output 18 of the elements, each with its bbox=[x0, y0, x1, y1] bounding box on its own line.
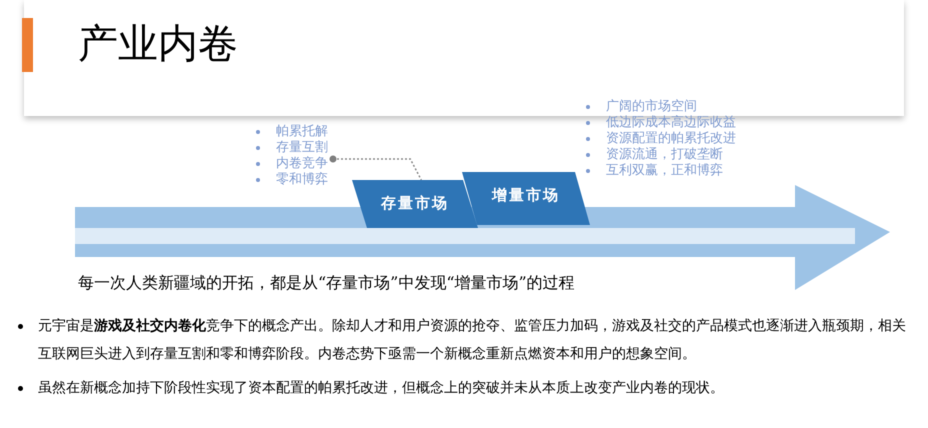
list-item: 互利双赢，正和博弈 bbox=[606, 163, 723, 178]
slide-title: 产业内卷 bbox=[78, 20, 238, 69]
list-item: 资源流通，打破垄断 bbox=[606, 147, 723, 162]
caption-text: 每一次人类新疆域的开拓，都是从“存量市场”中发现“增量市场”的过程 bbox=[78, 272, 575, 294]
leader-line bbox=[330, 156, 422, 180]
list-item: 资源配置的帕累托改进 bbox=[606, 131, 736, 146]
node-label: 存量市场 bbox=[381, 194, 449, 212]
node-label: 增量市场 bbox=[492, 186, 560, 204]
list-item: 存量互割 bbox=[276, 140, 328, 155]
list-item: 零和博弈 bbox=[276, 172, 328, 187]
list-item: 帕累托解 bbox=[276, 124, 328, 139]
market-tag: 增量市场 bbox=[462, 172, 590, 225]
paragraph: 虽然在新概念加持下阶段性实现了资本配置的帕累托改进，但概念上的突破并未从本质上改变产业内卷的现状。 bbox=[38, 379, 725, 398]
market-tag: 存量市场 bbox=[352, 180, 478, 228]
list-item: 内卷竞争 bbox=[276, 156, 328, 171]
list-item: 低边际成本高边际收益 bbox=[606, 115, 736, 130]
list-item: 广阔的市场空间 bbox=[606, 99, 697, 114]
paragraph: 元宇宙是游戏及社交内卷化竞争下的概念产出。除却人才和用户资源的抢夺、监管压力加码，游戏及社交的产品模式也逐渐进入瓶颈期，相关互联网巨头进入到存量互割和零和博弈阶段。内卷态势下亟需一个新概念重新点燃资本和用户的想象空间。 bbox=[38, 316, 907, 364]
